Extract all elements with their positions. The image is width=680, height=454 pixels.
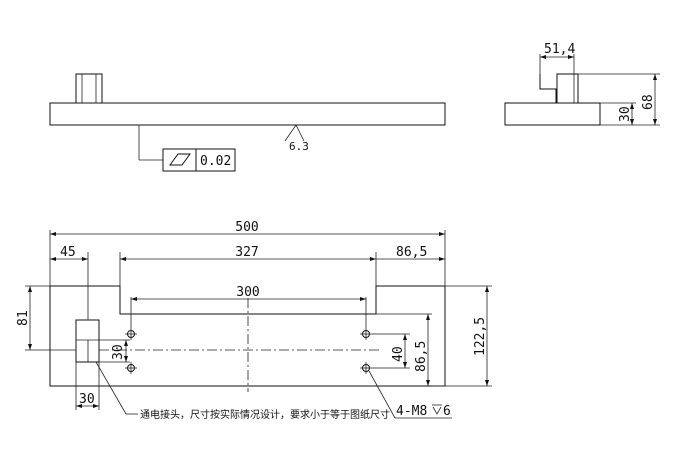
flatness-icon xyxy=(169,153,191,166)
thread-callout-text: 4-M8 xyxy=(396,404,427,419)
wiring-note: 通电接头，尺寸按实际情况设计，要求小于等于图纸尺寸 xyxy=(95,361,390,421)
dim-total-length: 500 xyxy=(235,220,258,235)
flatness-tolerance: 0.02 xyxy=(138,125,236,172)
mounting-holes xyxy=(125,328,372,374)
dim-side-total: 68 xyxy=(641,94,656,110)
top-view-outline xyxy=(49,285,446,387)
depth-symbol-icon xyxy=(432,404,442,415)
surface-finish-symbol: 6.3 xyxy=(284,124,309,153)
flatness-value: 0.02 xyxy=(200,154,231,169)
dim-block-width: 30 xyxy=(79,392,95,407)
front-view: 6.3 0.02 xyxy=(49,73,446,172)
dim-block-height: 30 xyxy=(111,344,126,360)
dim-left-height: 81 xyxy=(16,310,31,326)
dim-hole-pitch: 40 xyxy=(391,346,406,362)
top-view-connector xyxy=(75,319,100,363)
dim-right-offset: 86,5 xyxy=(396,245,427,260)
front-view-base xyxy=(49,102,446,126)
top-view: 500 45 327 86,5 300 81 xyxy=(16,220,492,421)
dim-side-offset: 51,4 xyxy=(544,42,575,57)
thread-callout: 4-M8 6 xyxy=(368,370,452,419)
surface-finish-value: 6.3 xyxy=(289,140,309,153)
front-view-connector xyxy=(75,73,103,104)
wiring-note-text: 通电接头，尺寸按实际情况设计，要求小于等于图纸尺寸 xyxy=(140,408,390,421)
side-view-base xyxy=(504,102,601,126)
dim-hole-spacing: 300 xyxy=(236,285,259,300)
dim-left-offset: 45 xyxy=(60,245,76,260)
side-view: 51,4 68 30 xyxy=(504,42,660,126)
dim-channel-length: 327 xyxy=(235,245,258,260)
dim-inner-height: 86,5 xyxy=(414,341,429,372)
dim-side-base: 30 xyxy=(618,106,633,122)
thread-depth-value: 6 xyxy=(443,404,451,419)
dim-depth: 122,5 xyxy=(473,317,488,356)
